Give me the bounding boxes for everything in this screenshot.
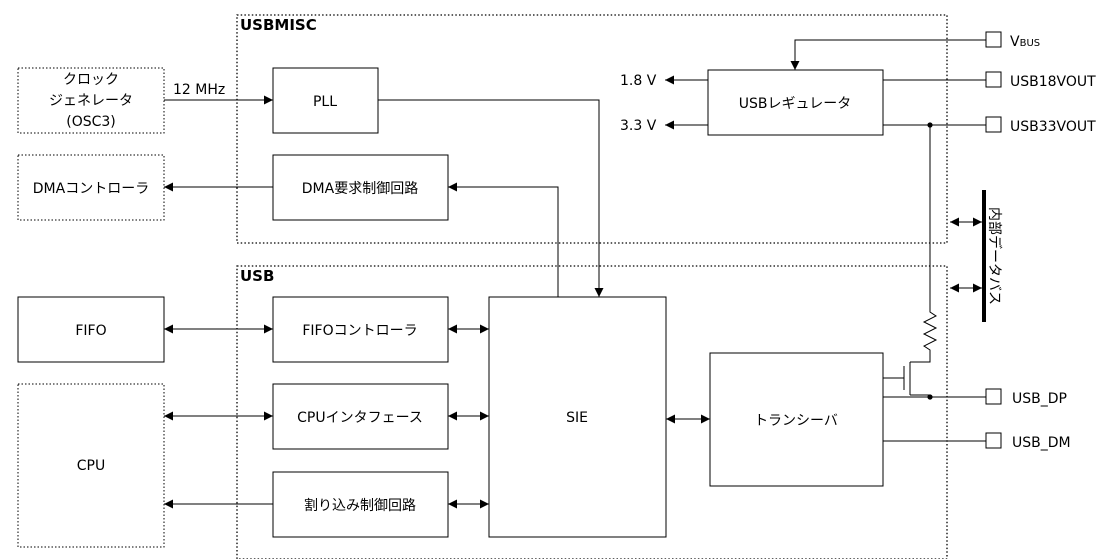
dma-request-label: DMA要求制御回路 bbox=[302, 181, 418, 197]
pullup-wire bbox=[910, 125, 938, 363]
dma-controller-label: DMAコントローラ bbox=[33, 181, 149, 197]
usb33vout-label: USB33VOUT bbox=[1010, 119, 1096, 135]
sie-block bbox=[488, 296, 667, 538]
cpu-label: CPU bbox=[77, 458, 105, 474]
clock-generator-line2: ジェネレータ bbox=[49, 93, 133, 109]
usbmisc-region bbox=[236, 14, 948, 244]
voltage-1v8-label: 1.8 V bbox=[620, 73, 657, 89]
transceiver-block bbox=[709, 352, 884, 487]
usb-dm-pin bbox=[985, 432, 1002, 449]
sie-label: SIE bbox=[566, 410, 588, 426]
pll-to-sie-wire bbox=[378, 99, 604, 297]
interrupt-control-label: 割り込み制御回路 bbox=[304, 497, 416, 514]
interrupt-control-block bbox=[272, 471, 449, 538]
clock-generator-line3: (OSC3) bbox=[66, 114, 116, 130]
usb-dm-label: USB_DM bbox=[1012, 435, 1071, 451]
clock-frequency-label: 12 MHz bbox=[173, 82, 225, 98]
cpu-interface-label: CPUインタフェース bbox=[297, 410, 423, 426]
usbmisc-title: USBMISC bbox=[240, 16, 317, 34]
clock-generator-line1: クロック bbox=[63, 72, 119, 88]
usb18vout-pin bbox=[985, 71, 1002, 88]
clock-generator-box bbox=[17, 67, 165, 134]
usb-dp-pin bbox=[985, 388, 1002, 405]
cpu-interface-block bbox=[272, 383, 449, 450]
fifo-box bbox=[17, 296, 165, 363]
usb-dp-label: USB_DP bbox=[1012, 391, 1067, 407]
usb-title: USB bbox=[240, 267, 274, 285]
transceiver-label: トランシーバ bbox=[754, 413, 838, 429]
usb-regulator-block bbox=[707, 69, 884, 136]
fifo-controller-label: FIFOコントローラ bbox=[302, 323, 417, 339]
usb-regulator-label: USBレギュレータ bbox=[739, 96, 851, 112]
cpu-box bbox=[17, 383, 165, 548]
usb18vout-label: USB18VOUT bbox=[1010, 74, 1096, 90]
pll-label: PLL bbox=[313, 94, 337, 110]
vbus-to-regulator-wire bbox=[790, 39, 986, 70]
voltage-3v3-label: 3.3 V bbox=[620, 118, 657, 134]
vbus-label: VBUS bbox=[1010, 34, 1040, 50]
fifo-label: FIFO bbox=[75, 323, 106, 339]
vbus-label-subscript: BUS bbox=[1020, 38, 1041, 49]
vbus-pin bbox=[985, 31, 1002, 48]
usb-dp-junction bbox=[927, 394, 933, 400]
sie-to-dma-request-wire bbox=[448, 182, 559, 297]
internal-data-bus-label: 内部データバス bbox=[986, 207, 1003, 305]
dma-controller-box bbox=[17, 154, 165, 221]
fifo-controller-block bbox=[272, 296, 449, 363]
usb33vout-pin bbox=[985, 116, 1002, 133]
